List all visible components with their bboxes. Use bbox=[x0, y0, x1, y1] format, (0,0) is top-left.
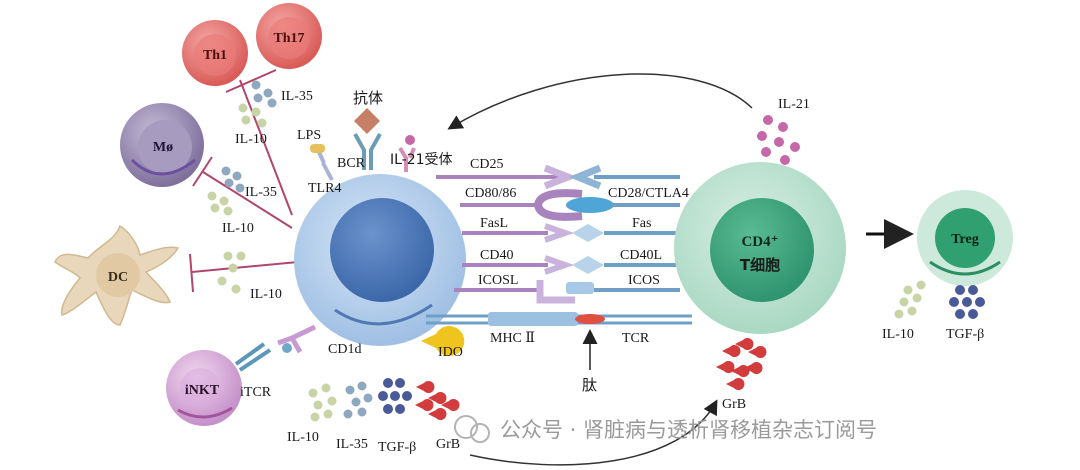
grb-bottom-label: GrB bbox=[436, 437, 460, 452]
mhc2-label: MHC Ⅱ bbox=[490, 331, 535, 346]
cd28-ctla4-receptor bbox=[566, 197, 614, 213]
il35-dots-mid bbox=[221, 166, 245, 193]
cd80-86-ligand bbox=[533, 189, 583, 221]
inkt-cell: iNKT bbox=[166, 350, 242, 426]
dc-cell: DC bbox=[54, 224, 180, 326]
il21-feedback-arrow bbox=[447, 73, 753, 130]
il35-dots-top bbox=[251, 80, 277, 108]
bcr-label: BCR bbox=[337, 156, 366, 171]
il35-top-label: IL-35 bbox=[281, 89, 313, 104]
il10-treg-label: IL-10 bbox=[882, 327, 914, 342]
cd25-ligand bbox=[543, 164, 578, 190]
watermark: 公众号 · 肾脏病与透析肾移植杂志订阅号 bbox=[454, 415, 877, 443]
inhibition-line-dc bbox=[191, 261, 299, 273]
antibody-label: 抗体 bbox=[353, 89, 383, 107]
treg-cell: Treg bbox=[917, 190, 1013, 286]
lps-label: LPS bbox=[297, 128, 321, 143]
fasl-label: FasL bbox=[480, 216, 508, 231]
cd1d-label: CD1d bbox=[328, 342, 361, 357]
il10-dots-top bbox=[238, 103, 267, 128]
peptide bbox=[575, 314, 605, 324]
il35-bottom-label: IL-35 bbox=[336, 437, 368, 452]
dc-label: DC bbox=[108, 270, 128, 285]
il21-label: IL-21 bbox=[778, 97, 810, 112]
il10-dots-dc bbox=[217, 251, 246, 294]
inhibition-line-mo bbox=[202, 171, 293, 229]
antibody-antigen bbox=[354, 108, 380, 134]
cd40l-receptor bbox=[572, 256, 604, 274]
inhibition-bar-mo bbox=[192, 156, 213, 187]
tgfb-treg-label: TGF-β bbox=[946, 327, 984, 342]
il35-dots-bottom bbox=[343, 381, 373, 419]
cd4-t-cell: CD4⁺ T细胞 bbox=[674, 162, 846, 334]
lps-molecule bbox=[310, 144, 325, 153]
grb-right-label: GrB bbox=[722, 397, 746, 412]
inhibition-bar-th bbox=[225, 69, 277, 93]
cd4-label: CD4⁺ bbox=[741, 234, 778, 250]
b-cell bbox=[294, 174, 466, 346]
tcr-label: TCR bbox=[622, 331, 650, 346]
tlr4-label: TLR4 bbox=[308, 181, 341, 196]
watermark-text: 公众号 · 肾脏病与透析肾移植杂志订阅号 bbox=[500, 418, 877, 442]
il21-receptor-label: IL-21受体 bbox=[390, 152, 453, 168]
inkt-label: iNKT bbox=[185, 383, 220, 398]
cd40-ligand bbox=[544, 255, 575, 275]
treg-label: Treg bbox=[951, 232, 978, 247]
th1-label: Th1 bbox=[203, 48, 227, 63]
il10-dots-bottom bbox=[308, 383, 337, 422]
il10-bottom-label: IL-10 bbox=[287, 430, 319, 445]
icos-receptor bbox=[566, 282, 594, 294]
tlr4-receptor bbox=[316, 149, 334, 181]
itcr-receptor bbox=[234, 342, 292, 372]
peptide-label: 肽 bbox=[582, 376, 597, 394]
tgfb-bottom-label: TGF-β bbox=[378, 440, 416, 455]
il10-dots-treg bbox=[894, 280, 926, 319]
macrophage-cell: Mø bbox=[120, 103, 204, 187]
tgfb-dots-bottom bbox=[378, 378, 412, 414]
fas-label: Fas bbox=[632, 216, 651, 231]
cd25-label: CD25 bbox=[470, 157, 503, 172]
icos-label: ICOS bbox=[628, 273, 660, 288]
cd4-sub-label: T细胞 bbox=[740, 256, 780, 274]
cd1d-molecule bbox=[277, 324, 317, 354]
cd25-target bbox=[568, 164, 602, 190]
cd40l-label: CD40L bbox=[620, 248, 662, 263]
inhibition-line-th bbox=[239, 79, 293, 216]
th1-cell: Th1 bbox=[182, 20, 248, 86]
grb-bottom-molecules bbox=[415, 381, 460, 420]
il10-dc-label: IL-10 bbox=[250, 287, 282, 302]
fas-receptor bbox=[572, 224, 604, 242]
ido-label: IDO bbox=[438, 345, 463, 360]
icosl-ligand bbox=[536, 280, 575, 304]
grb-bottom-arrow bbox=[469, 399, 718, 466]
cd28-ctla4-label: CD28/CTLA4 bbox=[608, 186, 689, 201]
macrophage-label: Mø bbox=[153, 140, 173, 155]
cd80-86-label: CD80/86 bbox=[465, 186, 516, 201]
bcr-receptor bbox=[353, 133, 382, 170]
fasl-ligand bbox=[544, 223, 575, 243]
il21-receptor bbox=[398, 135, 416, 172]
il21-dots bbox=[757, 115, 800, 165]
il35-mid-label: IL-35 bbox=[245, 185, 277, 200]
il10-dots-mid bbox=[207, 191, 233, 216]
grb-right-molecules bbox=[716, 338, 767, 390]
il10-mid-label: IL-10 bbox=[222, 221, 254, 236]
il10-top-label: IL-10 bbox=[235, 132, 267, 147]
mhc2-molecule bbox=[488, 312, 578, 326]
th17-cell: Th17 bbox=[256, 3, 322, 69]
wechat-icon bbox=[454, 415, 478, 439]
inhibition-bar-dc bbox=[189, 253, 194, 293]
itcr-label: iTCR bbox=[240, 385, 272, 400]
ido-enzyme bbox=[421, 325, 465, 356]
tgfb-dots-treg bbox=[949, 285, 985, 319]
cd40-label: CD40 bbox=[480, 248, 513, 263]
th17-label: Th17 bbox=[273, 31, 304, 46]
icosl-label: ICOSL bbox=[478, 273, 518, 288]
